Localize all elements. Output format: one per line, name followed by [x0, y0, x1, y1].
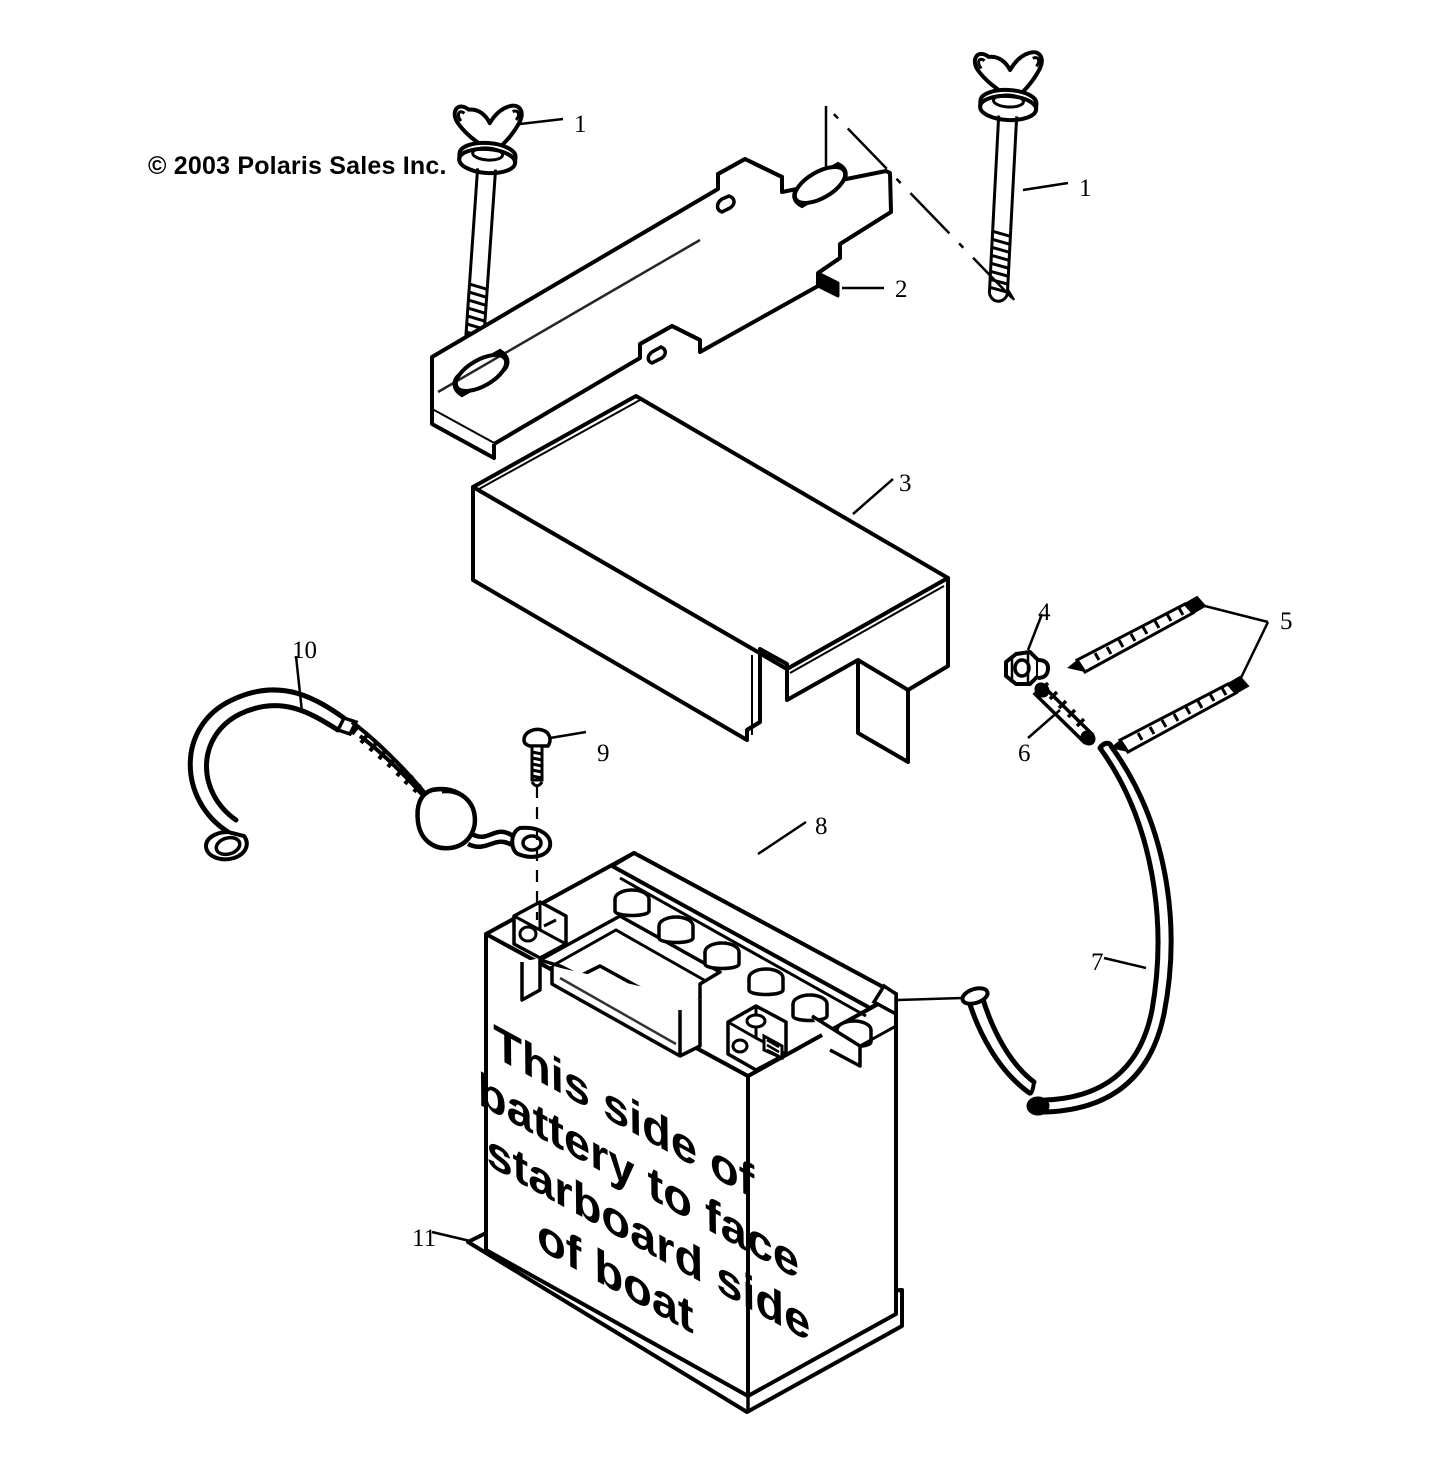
- battery-negative-terminal: [512, 900, 568, 1002]
- battery-hold-down-bracket-part: [430, 156, 893, 460]
- vent-tube-part: [960, 740, 1174, 1116]
- callout-leader-4: [1026, 613, 1044, 651]
- threaded-stud-part: [1032, 681, 1096, 746]
- battery-cover-part: [471, 394, 950, 764]
- callout-number-4: 4: [1038, 599, 1051, 626]
- callout-leader-5b: [1236, 621, 1270, 685]
- callout-leader-10: [294, 655, 304, 713]
- callout-number-7: 7: [1091, 949, 1104, 976]
- callout-number-1-right: 1: [1079, 175, 1092, 202]
- callout-number-8: 8: [815, 813, 828, 840]
- negative-battery-cable-part: [187, 687, 553, 862]
- callout-number-5: 5: [1280, 608, 1293, 635]
- callout-number-2: 2: [895, 276, 908, 303]
- self-tapping-screws-part: [1065, 595, 1250, 754]
- assembly-dash-dot-line: [825, 105, 1013, 299]
- callout-leader-5a: [1196, 602, 1269, 624]
- wing-bolt-right-part: [962, 49, 1042, 303]
- battery-part: [484, 851, 898, 1398]
- callout-number-3: 3: [899, 470, 912, 497]
- callout-leader-1a: [519, 117, 564, 126]
- terminal-screw-part: [522, 727, 552, 788]
- vent-tube-attach-leader: [897, 996, 963, 1002]
- callout-leader-8: [757, 820, 807, 856]
- terminal-bolt-nut-part: [1004, 650, 1051, 694]
- callout-leader-9: [549, 730, 587, 740]
- cable-spring-wrap: [350, 720, 434, 808]
- callout-number-1-left: 1: [574, 111, 587, 138]
- copyright-notice: © 2003 Polaris Sales Inc.: [148, 152, 447, 180]
- battery-cell-caps: [613, 888, 873, 1049]
- callout-number-10: 10: [292, 637, 317, 664]
- callout-leader-6: [1027, 709, 1061, 739]
- callout-leader-1b: [1022, 181, 1069, 192]
- callout-leader-3: [852, 478, 894, 515]
- callout-number-11: 11: [412, 1225, 437, 1252]
- callout-leader-11: [431, 1230, 471, 1243]
- bolt-axis-tip: [1006, 289, 1016, 301]
- cable-ring-terminal: [203, 829, 249, 862]
- callout-number-6: 6: [1018, 740, 1031, 767]
- callout-number-9: 9: [597, 740, 610, 767]
- battery-positive-terminal: [726, 1004, 788, 1072]
- callout-leader-7: [1103, 956, 1147, 970]
